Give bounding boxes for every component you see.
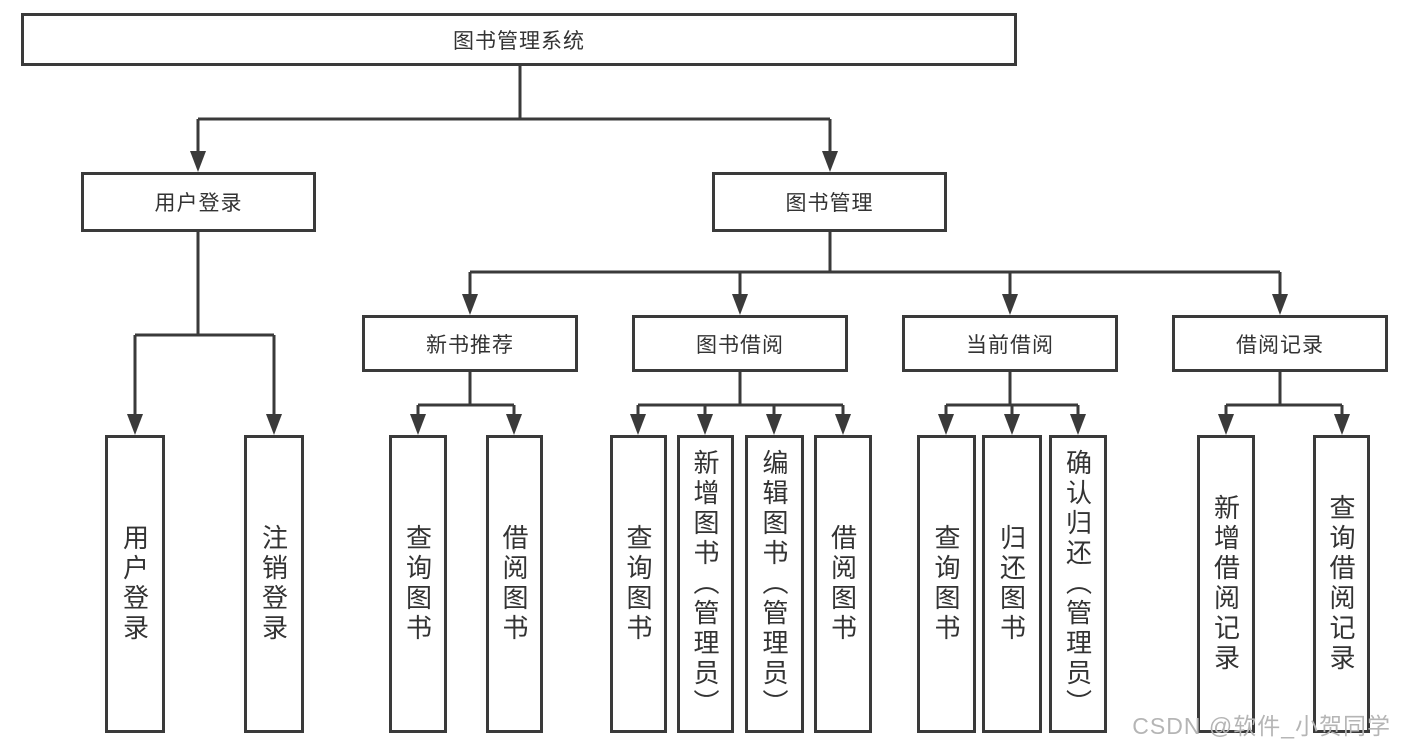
node-system-root: 图书管理系统 [21, 13, 1017, 66]
node-current-borrow: 当前借阅 [902, 315, 1118, 372]
node-label: 借阅记录 [1236, 333, 1324, 357]
node-book-management: 图书管理 [712, 172, 947, 232]
node-label: 归还图书 [996, 524, 1027, 644]
leaf-logout: 注销登录 [244, 435, 304, 733]
node-label: 用户登录 [119, 524, 150, 644]
leaf-borrow-books: 借阅图书 [814, 435, 872, 733]
node-label: 新增图书（管理员） [690, 449, 720, 719]
node-label: 借阅图书 [499, 524, 529, 644]
node-label: 图书借阅 [696, 333, 784, 357]
node-label: 注销登录 [258, 524, 289, 644]
node-book-borrow: 图书借阅 [632, 315, 848, 372]
leaf-edit-books-admin: 编辑图书（管理员） [745, 435, 804, 733]
node-label: 查询图书 [931, 524, 961, 644]
leaf-confirm-return-admin: 确认归还（管理员） [1049, 435, 1107, 733]
leaf-borrow-books-recommend: 借阅图书 [486, 435, 543, 733]
node-label: 编辑图书（管理员） [759, 449, 789, 719]
node-user-login: 用户登录 [81, 172, 316, 232]
node-new-book-recommend: 新书推荐 [362, 315, 578, 372]
node-label: 用户登录 [154, 192, 243, 215]
leaf-add-borrow-record: 新增借阅记录 [1197, 435, 1255, 733]
node-label: 图书管理系统 [453, 29, 585, 53]
node-label: 查询图书 [623, 524, 653, 644]
node-label: 确认归还（管理员） [1062, 449, 1093, 719]
node-borrow-records: 借阅记录 [1172, 315, 1388, 372]
node-label: 新书推荐 [426, 333, 514, 357]
node-label: 查询借阅记录 [1326, 494, 1356, 674]
leaf-query-books-current: 查询图书 [917, 435, 976, 733]
leaf-query-books-recommend: 查询图书 [389, 435, 447, 733]
node-label: 查询图书 [402, 524, 433, 644]
leaf-query-borrow-record: 查询借阅记录 [1313, 435, 1370, 733]
node-label: 新增借阅记录 [1210, 494, 1241, 674]
leaf-user-login: 用户登录 [105, 435, 165, 733]
node-label: 当前借阅 [966, 333, 1054, 357]
leaf-add-books-admin: 新增图书（管理员） [677, 435, 734, 733]
leaf-return-books: 归还图书 [982, 435, 1042, 733]
node-label: 借阅图书 [827, 524, 858, 644]
node-label: 图书管理 [785, 192, 874, 215]
csdn-watermark: CSDN @软件_小贺同学 [1132, 713, 1391, 739]
leaf-query-books-borrow: 查询图书 [610, 435, 667, 733]
